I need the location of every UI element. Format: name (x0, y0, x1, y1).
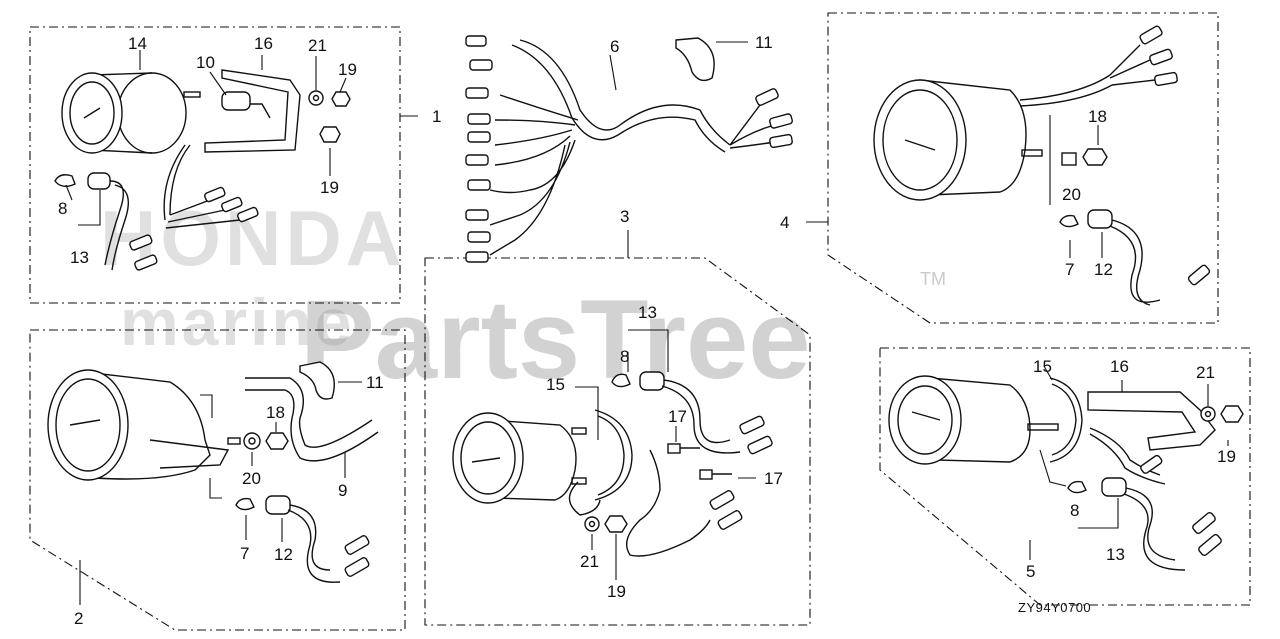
callout-19: 19 (320, 178, 339, 197)
nut-19-mid (319, 126, 341, 143)
gauge-1-body-rear (117, 72, 187, 154)
callout-13: 13 (1106, 545, 1125, 564)
bracket-16 (204, 69, 301, 153)
ring-15-center (594, 409, 633, 501)
callout-18: 18 (266, 403, 285, 422)
callout-10: 10 (196, 53, 215, 72)
callout-18: 18 (1088, 107, 1107, 126)
bracket-16-right (1087, 391, 1216, 451)
washer-21-right (1200, 406, 1216, 422)
clip-11-top (675, 37, 715, 82)
callout-9: 9 (338, 481, 347, 500)
group-3-meter-assembly: 13 8 15 17 17 21 19 3 (452, 207, 783, 601)
callout-11: 11 (366, 373, 384, 392)
nut-19-center (604, 515, 628, 533)
callout-12: 12 (1094, 260, 1113, 279)
frame-group-1 (29, 26, 401, 304)
nut-19-right (1220, 405, 1244, 423)
callout-16: 16 (254, 34, 273, 53)
group-1-meter-assembly: 14 16 21 19 10 19 8 13 1 (54, 34, 441, 271)
partstree-watermark: PartsTree TM (300, 269, 946, 402)
callout-4: 4 (780, 213, 789, 232)
callout-12: 12 (274, 545, 293, 564)
callout-13: 13 (638, 303, 657, 322)
frame-group-4 (827, 12, 1219, 324)
washer-20 (243, 432, 261, 450)
nut-19-top (331, 91, 351, 107)
callout-20: 20 (242, 469, 261, 488)
frame-group-2 (29, 329, 406, 631)
callout-5: 5 (1026, 562, 1035, 581)
group-2-meter-assembly: 11 18 20 9 7 12 2 (47, 361, 384, 628)
callout-21: 21 (580, 552, 599, 571)
frame-group-5 (879, 347, 1251, 606)
screw-17-a (667, 443, 700, 454)
gauge-2-face (47, 369, 129, 481)
gauge-3-face (452, 412, 524, 504)
callout-17: 17 (668, 407, 687, 426)
bulb-8 (54, 174, 76, 188)
bulb-8-right (1067, 480, 1087, 494)
watermark-brand: PartsTree (300, 277, 811, 402)
ring-15-right (1049, 377, 1083, 463)
socket-12-left (265, 495, 291, 515)
callout-19: 19 (338, 60, 357, 79)
callout-8: 8 (58, 199, 67, 218)
callout-17: 17 (764, 469, 783, 488)
callout-8: 8 (1070, 501, 1079, 520)
callout-8: 8 (620, 347, 629, 366)
socket-13 (87, 172, 111, 190)
callout-7: 7 (1065, 260, 1074, 279)
callout-15: 15 (546, 375, 565, 394)
callout-19: 19 (1217, 447, 1236, 466)
bulb-7 (1059, 214, 1079, 228)
gauge-4-face (873, 79, 967, 201)
bulb-7-left (235, 497, 255, 511)
group-5-meter-assembly: 15 16 21 19 8 13 5 (888, 357, 1244, 581)
callout-14: 14 (128, 34, 147, 53)
nut-18-left (265, 432, 289, 450)
callout-13: 13 (70, 248, 89, 267)
socket-13-right (1101, 477, 1127, 497)
callout-20: 20 (1062, 185, 1081, 204)
callout-21: 21 (308, 36, 327, 55)
washer-21 (308, 90, 324, 106)
gauge-5-face (888, 375, 962, 465)
group-frames (29, 12, 1251, 631)
watermark-trademark: TM (920, 269, 946, 289)
callout-2: 2 (74, 609, 83, 628)
callout-21: 21 (1196, 363, 1215, 382)
harness-6-connectors (465, 35, 793, 263)
nut-18 (1082, 148, 1108, 166)
callout-19: 19 (607, 582, 626, 601)
drawing-code: ZY94Y0700 (1018, 600, 1091, 615)
clip-11-left (299, 361, 335, 400)
screw-17-b (699, 469, 732, 480)
callout-3: 3 (620, 207, 629, 226)
callout-7: 7 (240, 544, 249, 563)
callout-16: 16 (1110, 357, 1129, 376)
callout-1: 1 (432, 107, 441, 126)
callout-6: 6 (610, 37, 619, 56)
hose-9 (245, 377, 379, 462)
washer-21-center (584, 516, 600, 532)
frame-group-3 (424, 257, 811, 626)
clamp-10 (221, 91, 251, 111)
socket-13-center (639, 371, 665, 391)
bulb-8-center (611, 373, 631, 388)
socket-12 (1087, 209, 1113, 229)
faded-logo-sub: marine (120, 285, 354, 359)
group-4-meter-assembly: 18 20 7 12 4 (780, 25, 1211, 306)
callout-11: 11 (755, 33, 773, 52)
wire-harness-6: 6 11 (465, 33, 793, 263)
callout-15: 15 (1033, 357, 1052, 376)
